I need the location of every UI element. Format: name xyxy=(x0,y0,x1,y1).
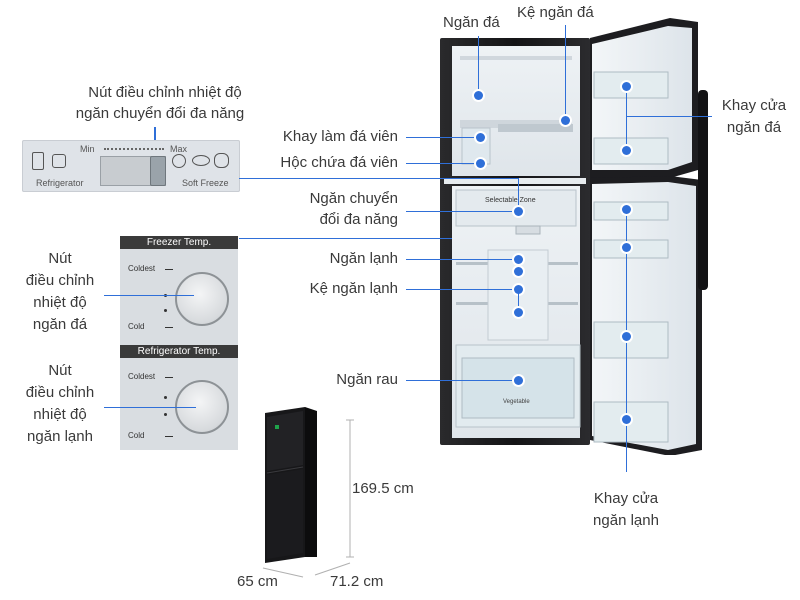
pin-vegetable-drawer xyxy=(514,376,523,385)
soft-freeze-label: Soft Freeze xyxy=(182,178,229,188)
fridge-exterior-illustration xyxy=(262,407,354,578)
label-multi-zone-1: Ngăn chuyển xyxy=(309,190,398,207)
freezer-cold-label: Cold xyxy=(128,322,145,331)
zone-slider-knob[interactable] xyxy=(150,156,166,186)
selectable-zone-text: Selectable Zone xyxy=(485,197,536,204)
ice-icon xyxy=(52,154,66,168)
label-freezer-knob-2: điều chỉnh xyxy=(25,272,95,289)
refrigerator-temp-panel: Refrigerator Temp. Coldest Cold xyxy=(120,345,238,450)
dimension-height: 169.5 cm xyxy=(352,480,414,497)
label-fridge-shelf: Kệ ngăn lạnh xyxy=(309,280,398,297)
fridge-cold-label: Cold xyxy=(128,431,145,440)
temperature-scale-dots xyxy=(104,148,164,150)
fridge-illustration xyxy=(440,18,708,455)
freezer-temp-title: Freezer Temp. xyxy=(120,236,238,249)
min-label: Min xyxy=(80,144,95,154)
dimension-width: 71.2 cm xyxy=(330,573,384,590)
label-fridge-door-tray-1: Khay cửa xyxy=(593,490,659,507)
freezer-coldest-label: Coldest xyxy=(128,264,156,273)
label-multi-zone-control-1: Nút điều chỉnh nhiệt độ xyxy=(88,84,242,101)
freezer-temp-knob[interactable] xyxy=(175,272,229,326)
pin-fridge-door-tray-3 xyxy=(622,332,631,341)
label-fridge-knob-3: nhiệt độ xyxy=(33,406,87,423)
freezer-temp-panel: Freezer Temp. Coldest Cold xyxy=(120,236,238,346)
refrigerator-icon xyxy=(32,152,44,170)
label-ice-tray: Khay làm đá viên xyxy=(282,128,398,145)
pin-fridge-door-tray-4 xyxy=(622,415,631,424)
refrigerator-temp-title: Refrigerator Temp. xyxy=(120,345,238,358)
max-label: Max xyxy=(170,144,188,154)
pin-freezer-door-tray-2 xyxy=(622,146,631,155)
label-ice-bin: Hộc chứa đá viên xyxy=(280,154,398,171)
label-fridge: Ngăn lạnh xyxy=(329,250,398,267)
control-panel: Refrigerator Min Max Soft Freeze xyxy=(22,140,240,192)
label-multi-zone-control-2: ngăn chuyển đổi đa năng xyxy=(75,105,245,122)
leader-line xyxy=(154,127,156,149)
pin-fridge-door-tray-1 xyxy=(622,205,631,214)
label-fridge-door-tray-2: ngăn lạnh xyxy=(593,512,659,529)
pin-freezer xyxy=(474,91,483,100)
label-freezer-knob-4: ngăn đá xyxy=(32,316,88,333)
fridge-coldest-label: Coldest xyxy=(128,372,156,381)
label-multi-zone-2: đổi đa năng xyxy=(319,211,398,228)
pin-ice-bin xyxy=(476,159,485,168)
pin-multi-zone xyxy=(514,207,523,216)
dimension-depth: 65 cm xyxy=(237,573,278,590)
pin-fridge-shelf-2 xyxy=(514,308,523,317)
vegetable-text: Vegetable xyxy=(503,399,530,405)
pin-fridge-a xyxy=(514,255,523,264)
label-freezer-door-tray-2: ngăn đá xyxy=(726,119,782,136)
label-vegetable-drawer: Ngăn rau xyxy=(336,371,398,388)
pin-fridge-b xyxy=(514,267,523,276)
label-fridge-knob-2: điều chỉnh xyxy=(25,384,95,401)
snowflake-icon xyxy=(172,154,186,168)
label-freezer-knob-1: Nút xyxy=(48,250,72,267)
pin-ice-tray xyxy=(476,133,485,142)
refrigerator-label: Refrigerator xyxy=(36,178,84,188)
pin-freezer-shelf xyxy=(561,116,570,125)
pin-fridge-shelf xyxy=(514,285,523,294)
pin-fridge-door-tray-2 xyxy=(622,243,631,252)
label-freezer-knob-3: nhiệt độ xyxy=(33,294,87,311)
label-fridge-knob-4: ngăn lạnh xyxy=(27,428,93,445)
label-fridge-knob-1: Nút xyxy=(48,362,72,379)
fish-icon xyxy=(192,155,210,166)
label-freezer-door-tray-1: Khay cửa xyxy=(721,97,787,114)
label-freezer: Ngăn đá xyxy=(443,14,500,31)
pin-freezer-door-tray-1 xyxy=(622,82,631,91)
meat-icon xyxy=(214,153,229,168)
label-freezer-shelf: Kệ ngăn đá xyxy=(517,4,594,21)
